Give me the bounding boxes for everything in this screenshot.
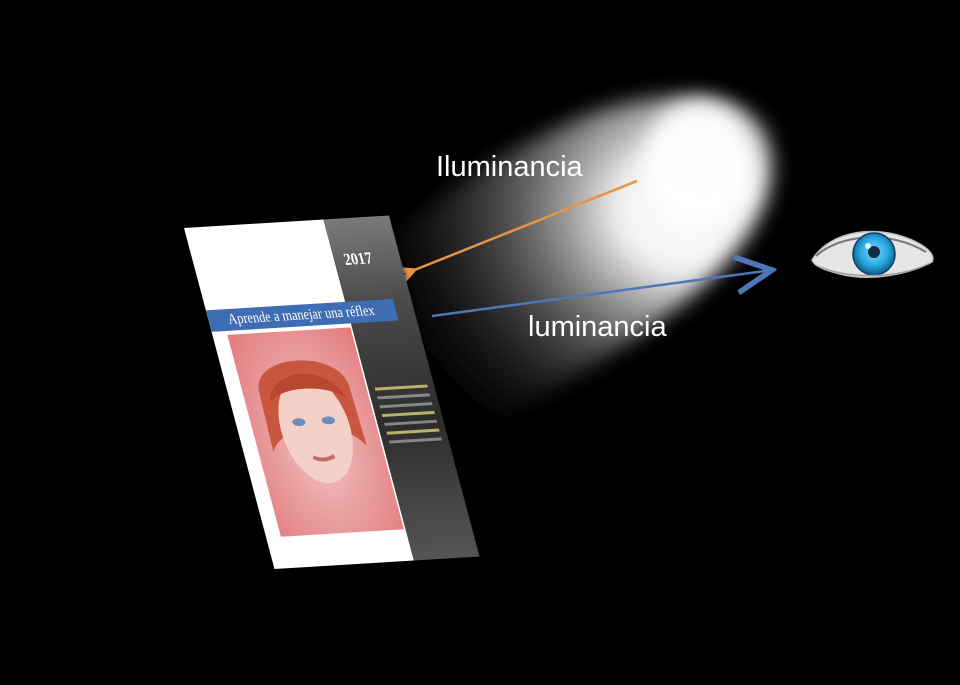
book-cover: 2017 Aprende a manejar una réflex (184, 215, 480, 570)
illuminance-label: Iluminancia (436, 151, 583, 183)
eye-icon (811, 230, 934, 278)
portrait-graphic (258, 360, 367, 484)
luminance-label: luminancia (528, 311, 667, 343)
cover-portrait (227, 327, 404, 537)
cover-year: 2017 (341, 248, 375, 269)
arrow-illuminance (412, 179, 638, 271)
arrow-luminance (431, 270, 772, 318)
